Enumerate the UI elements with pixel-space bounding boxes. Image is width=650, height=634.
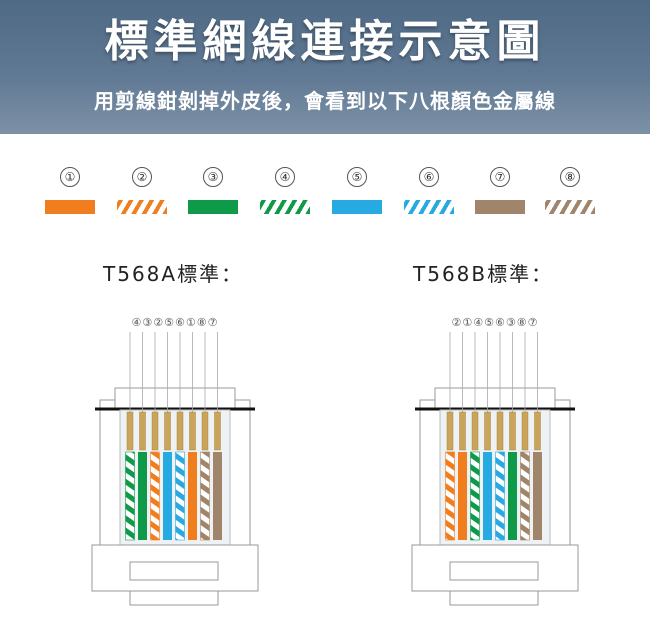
gold-contact	[139, 411, 146, 451]
connector-t568b: ②①④⑤⑥③⑧⑦	[411, 316, 579, 606]
legend-number-2: ②	[132, 167, 152, 187]
gold-contact	[189, 411, 196, 451]
page-subtitle: 用剪線鉗剝掉外皮後，會看到以下八根顏色金屬線	[94, 89, 556, 113]
gold-contact	[471, 411, 479, 451]
wire-6	[508, 452, 517, 540]
legend-number-7: ⑦	[490, 167, 510, 187]
legend-number-4: ④	[275, 167, 295, 187]
pin-order-label: ②①④⑤⑥③⑧⑦	[452, 316, 539, 329]
wire-8	[213, 452, 222, 540]
legend-swatch-8	[545, 200, 595, 214]
legend-number-6: ⑥	[419, 167, 439, 187]
gold-contact	[534, 411, 541, 451]
legend-number-3: ③	[203, 167, 223, 187]
legend-swatch-2	[117, 200, 167, 214]
plug-tail	[129, 590, 219, 606]
legend-swatch-3	[188, 200, 238, 214]
plug-latch	[449, 561, 539, 581]
legend-number-8: ⑧	[560, 167, 580, 187]
gold-contact	[484, 411, 491, 451]
plug-top-edge	[114, 387, 236, 411]
legend-number-5: ⑤	[347, 167, 367, 187]
gold-contact	[214, 411, 221, 451]
legend-number-1: ①	[60, 167, 80, 187]
plug-latch	[129, 561, 219, 581]
plug-top-edge	[434, 387, 556, 411]
standard-b-label: T568B標準：	[413, 262, 554, 286]
legend-swatch-6	[404, 200, 454, 214]
pin-order-label: ④③②⑤⑥①⑧⑦	[132, 316, 219, 329]
header-banner: 標準網線連接示意圖 用剪線鉗剝掉外皮後，會看到以下八根顏色金屬線	[0, 0, 650, 134]
legend-swatch-1	[45, 200, 95, 214]
wire-7	[520, 451, 530, 541]
gold-contact	[151, 411, 159, 451]
plug-tail	[449, 590, 539, 606]
gold-contact	[201, 411, 209, 451]
wire-6	[188, 452, 197, 540]
wire-7	[200, 451, 210, 541]
wire-5	[175, 451, 185, 541]
gold-contact	[509, 411, 516, 451]
gold-contact	[176, 411, 184, 451]
gold-contact	[126, 411, 134, 451]
wire-1	[445, 451, 455, 541]
gold-contact	[446, 411, 454, 451]
gold-contact	[521, 411, 529, 451]
wire-2	[458, 452, 467, 540]
wire-1	[125, 451, 135, 541]
wire-4	[163, 452, 172, 540]
wire-8	[533, 452, 542, 540]
gold-contact	[459, 411, 466, 451]
legend-swatch-4	[260, 200, 310, 214]
wire-3	[470, 451, 480, 541]
wire-2	[138, 452, 147, 540]
gold-contact	[164, 411, 171, 451]
legend-swatch-5	[332, 200, 382, 214]
gold-contact	[496, 411, 504, 451]
wire-4	[483, 452, 492, 540]
wire-5	[495, 451, 505, 541]
wire-3	[150, 451, 160, 541]
legend-swatch-7	[475, 200, 525, 214]
page-title: 標準網線連接示意圖	[104, 16, 546, 67]
connector-t568a: ④③②⑤⑥①⑧⑦	[91, 316, 259, 606]
standard-a-label: T568A標準：	[103, 262, 244, 286]
